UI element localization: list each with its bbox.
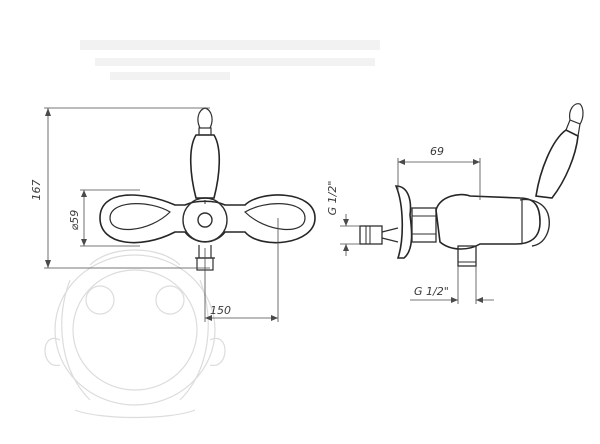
depth-label: 69 [430, 145, 444, 158]
background-faint-text [80, 40, 380, 80]
migliore-watermark [44, 249, 226, 419]
side-view-mixer [359, 103, 584, 267]
width-total-label: 150 [210, 304, 231, 317]
inlet-thread-label: G 1/2" [326, 181, 339, 216]
height-total-label: 167 [30, 180, 43, 201]
front-view-dimensions: 167 ⌀59 150 [30, 107, 279, 322]
side-view-dimensions: 69 G 1/2" G 1/2" [326, 145, 494, 304]
outlet-thread-label: G 1/2" [414, 285, 449, 298]
diameter-label: ⌀59 [68, 210, 81, 231]
